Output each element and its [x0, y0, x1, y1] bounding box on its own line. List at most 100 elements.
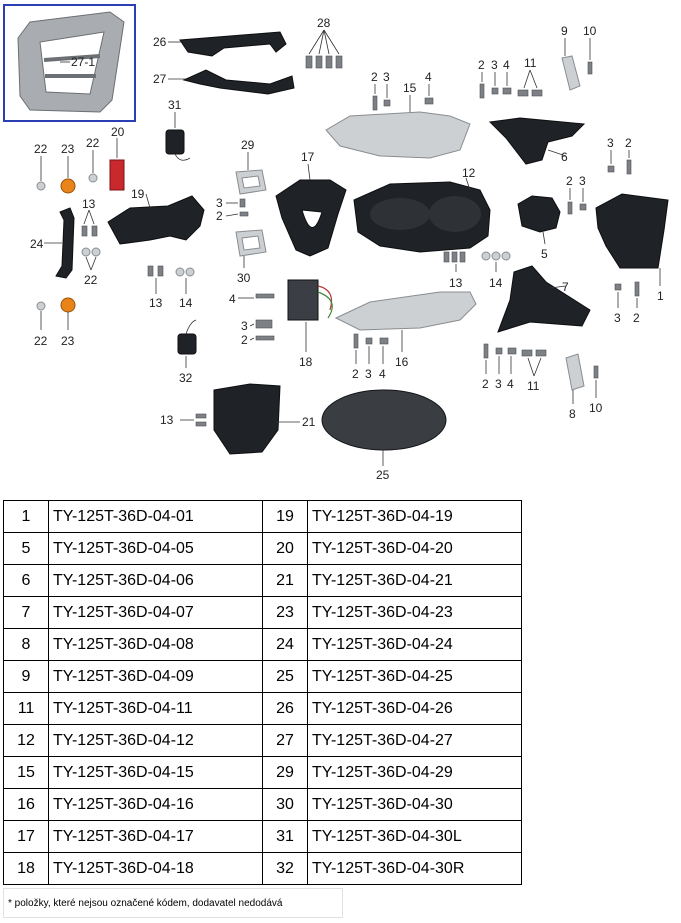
footrest-9-part	[561, 55, 581, 91]
callout: 4	[229, 292, 236, 306]
table-row: 6 TY-125T-36D-04-06 21 TY-125T-36D-04-21	[3, 564, 522, 597]
callout: 2	[352, 367, 359, 381]
callout: 3	[383, 70, 390, 84]
callout: 8	[569, 407, 576, 421]
part-number: 31	[262, 820, 308, 853]
table-row: 8 TY-125T-36D-04-08 24 TY-125T-36D-04-24	[3, 628, 522, 661]
part-code: TY-125T-36D-04-24	[307, 628, 522, 661]
part-code: TY-125T-36D-04-08	[48, 628, 263, 661]
part-code: TY-125T-36D-04-20	[307, 532, 522, 565]
part-code: TY-125T-36D-04-30R	[307, 852, 522, 885]
callout: 2	[241, 333, 248, 347]
callout: 12	[462, 166, 476, 180]
pin-10b	[593, 365, 599, 379]
callout: 23	[61, 142, 75, 156]
callout: 9	[561, 24, 568, 38]
bolt-3b	[383, 99, 391, 107]
panel-7-part	[497, 265, 591, 333]
callout: 10	[589, 401, 603, 415]
lamp-23-part	[60, 178, 76, 194]
part-number: 19	[262, 500, 308, 533]
part-number: 25	[262, 660, 308, 693]
callout: 22	[34, 334, 48, 348]
switch-31-part	[165, 129, 191, 161]
bolt-4b	[255, 293, 275, 299]
callout: 13	[160, 413, 174, 427]
part-code: TY-125T-36D-04-17	[48, 820, 263, 853]
callout: 11	[527, 379, 540, 393]
part-number: 30	[262, 788, 308, 821]
reflector-20-part	[109, 159, 125, 191]
bolt-13c	[147, 265, 154, 277]
callout: 25	[376, 468, 390, 482]
callout: 3	[614, 311, 621, 325]
bolt-2f	[626, 159, 632, 175]
bolt-4a	[424, 97, 434, 105]
bolt-13h	[195, 413, 207, 419]
washer-14b	[185, 267, 195, 277]
screw-11b	[531, 89, 543, 97]
panel-21-part	[213, 383, 281, 455]
bolts-28	[305, 55, 343, 69]
part-number: 9	[3, 660, 49, 693]
part-number: 15	[3, 756, 49, 789]
callout: 2	[633, 311, 640, 325]
bolt-2b	[372, 95, 378, 111]
callout: 22	[34, 142, 48, 156]
callout: 6	[561, 150, 568, 164]
parts-table: 1 TY-125T-36D-04-01 19 TY-125T-36D-04-19…	[3, 500, 522, 885]
part-code: TY-125T-36D-04-16	[48, 788, 263, 821]
bolt-13g	[459, 251, 466, 263]
part-code: TY-125T-36D-04-26	[307, 692, 522, 725]
callout: 14	[179, 296, 193, 310]
table-row: 5 TY-125T-36D-04-05 20 TY-125T-36D-04-20	[3, 532, 522, 565]
part-code: TY-125T-36D-04-05	[48, 532, 263, 565]
washer-22b-part	[88, 173, 98, 183]
washer-22d	[91, 247, 101, 257]
callout: 24	[30, 237, 44, 251]
callout: 3	[241, 319, 248, 333]
callout: 13	[82, 197, 96, 211]
rail-26-part	[179, 31, 287, 57]
part-number: 6	[3, 564, 49, 597]
table-row: 7 TY-125T-36D-04-07 23 TY-125T-36D-04-23	[3, 596, 522, 629]
screw-11c	[521, 349, 533, 357]
parts-diagram: 27-1 26 27 28 31 20 22 23 22 13 19 24 22…	[3, 4, 669, 482]
part-code: TY-125T-36D-04-07	[48, 596, 263, 629]
table-row: 16 TY-125T-36D-04-16 30 TY-125T-36D-04-3…	[3, 788, 522, 821]
washer-22c	[81, 247, 91, 257]
screw-11a	[517, 89, 529, 97]
callout: 3	[607, 136, 614, 150]
part-number: 12	[3, 724, 49, 757]
electronics-18-part	[287, 279, 333, 321]
part-code: TY-125T-36D-04-12	[48, 724, 263, 757]
bolt-2c	[255, 335, 275, 341]
part-number: 21	[262, 564, 308, 597]
bolt-13e	[443, 251, 450, 263]
washer-14d	[491, 251, 501, 261]
part-number: 8	[3, 628, 49, 661]
part-code: TY-125T-36D-04-09	[48, 660, 263, 693]
callout: 3	[365, 367, 372, 381]
part-code: TY-125T-36D-04-27	[307, 724, 522, 757]
table-row: 15 TY-125T-36D-04-15 29 TY-125T-36D-04-2…	[3, 756, 522, 789]
callout: 22	[84, 273, 98, 287]
bolt-2h	[634, 281, 640, 297]
part-number: 27	[262, 724, 308, 757]
callout: 16	[395, 355, 409, 369]
callout: 31	[168, 98, 182, 112]
callout: 22	[86, 136, 100, 150]
callout: 2	[216, 209, 223, 223]
bolt-2d	[353, 333, 359, 349]
table-row: 12 TY-125T-36D-04-12 27 TY-125T-36D-04-2…	[3, 724, 522, 757]
bolt-4c	[379, 337, 389, 345]
bolt-3d	[365, 337, 373, 345]
bolt-13a	[81, 225, 88, 237]
frame-29-part	[235, 169, 267, 195]
lamp-23b-part	[60, 297, 76, 313]
bolt-3a	[239, 198, 246, 208]
callout: 2	[371, 70, 378, 84]
panel-6-part	[488, 117, 586, 165]
footnote: * položky, které nejsou označené kódem, …	[3, 888, 343, 918]
table-row: 17 TY-125T-36D-04-17 31 TY-125T-36D-04-3…	[3, 820, 522, 853]
